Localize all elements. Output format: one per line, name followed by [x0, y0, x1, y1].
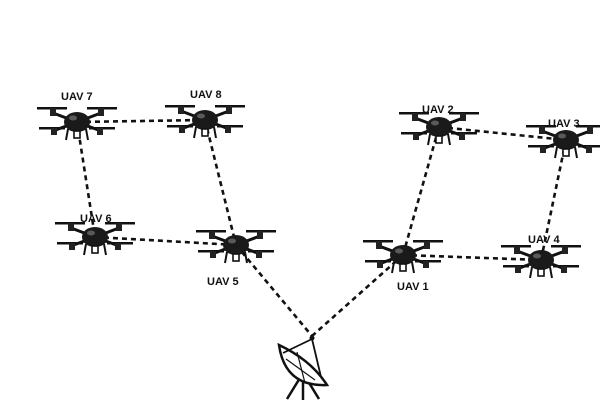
link-uav5-ground-station [235, 244, 313, 337]
link-uav7-uav8 [76, 118, 206, 124]
uav7-label: UAV 7 [61, 91, 93, 103]
link-uav1-uav4 [402, 253, 542, 262]
link-uav6-uav5 [94, 235, 237, 247]
uav4-node [499, 243, 583, 280]
uav3-label: UAV 3 [548, 118, 580, 130]
uav8-label: UAV 8 [190, 89, 222, 101]
links-layer [75, 118, 568, 337]
link-uav7-uav6 [75, 121, 97, 238]
uav2-label: UAV 2 [422, 104, 454, 116]
uav6-label: UAV 6 [80, 213, 112, 225]
drone-icon [397, 110, 481, 147]
uav7-node [35, 105, 119, 142]
uav5-node [194, 228, 278, 265]
satellite-dish-icon [277, 335, 330, 400]
uav2-node [397, 110, 481, 147]
link-uav3-uav4 [539, 139, 568, 261]
uav5-label: UAV 5 [207, 276, 239, 288]
uav1-label: UAV 1 [397, 281, 429, 293]
uav4-label: UAV 4 [528, 234, 560, 246]
link-uav2-uav3 [438, 125, 567, 142]
link-uav8-uav5 [203, 119, 238, 246]
drones-layer [35, 103, 600, 280]
ground-station [277, 335, 330, 400]
drone-icon [194, 228, 278, 265]
labels-layer: UAV 7 UAV 8 UAV 6 UAV 5 UAV 2 UAV 3 UAV … [61, 89, 580, 293]
drone-icon [499, 243, 583, 280]
link-uav1-ground-station [311, 254, 404, 337]
link-uav1-uav2 [401, 126, 441, 256]
drone-icon [35, 105, 119, 142]
